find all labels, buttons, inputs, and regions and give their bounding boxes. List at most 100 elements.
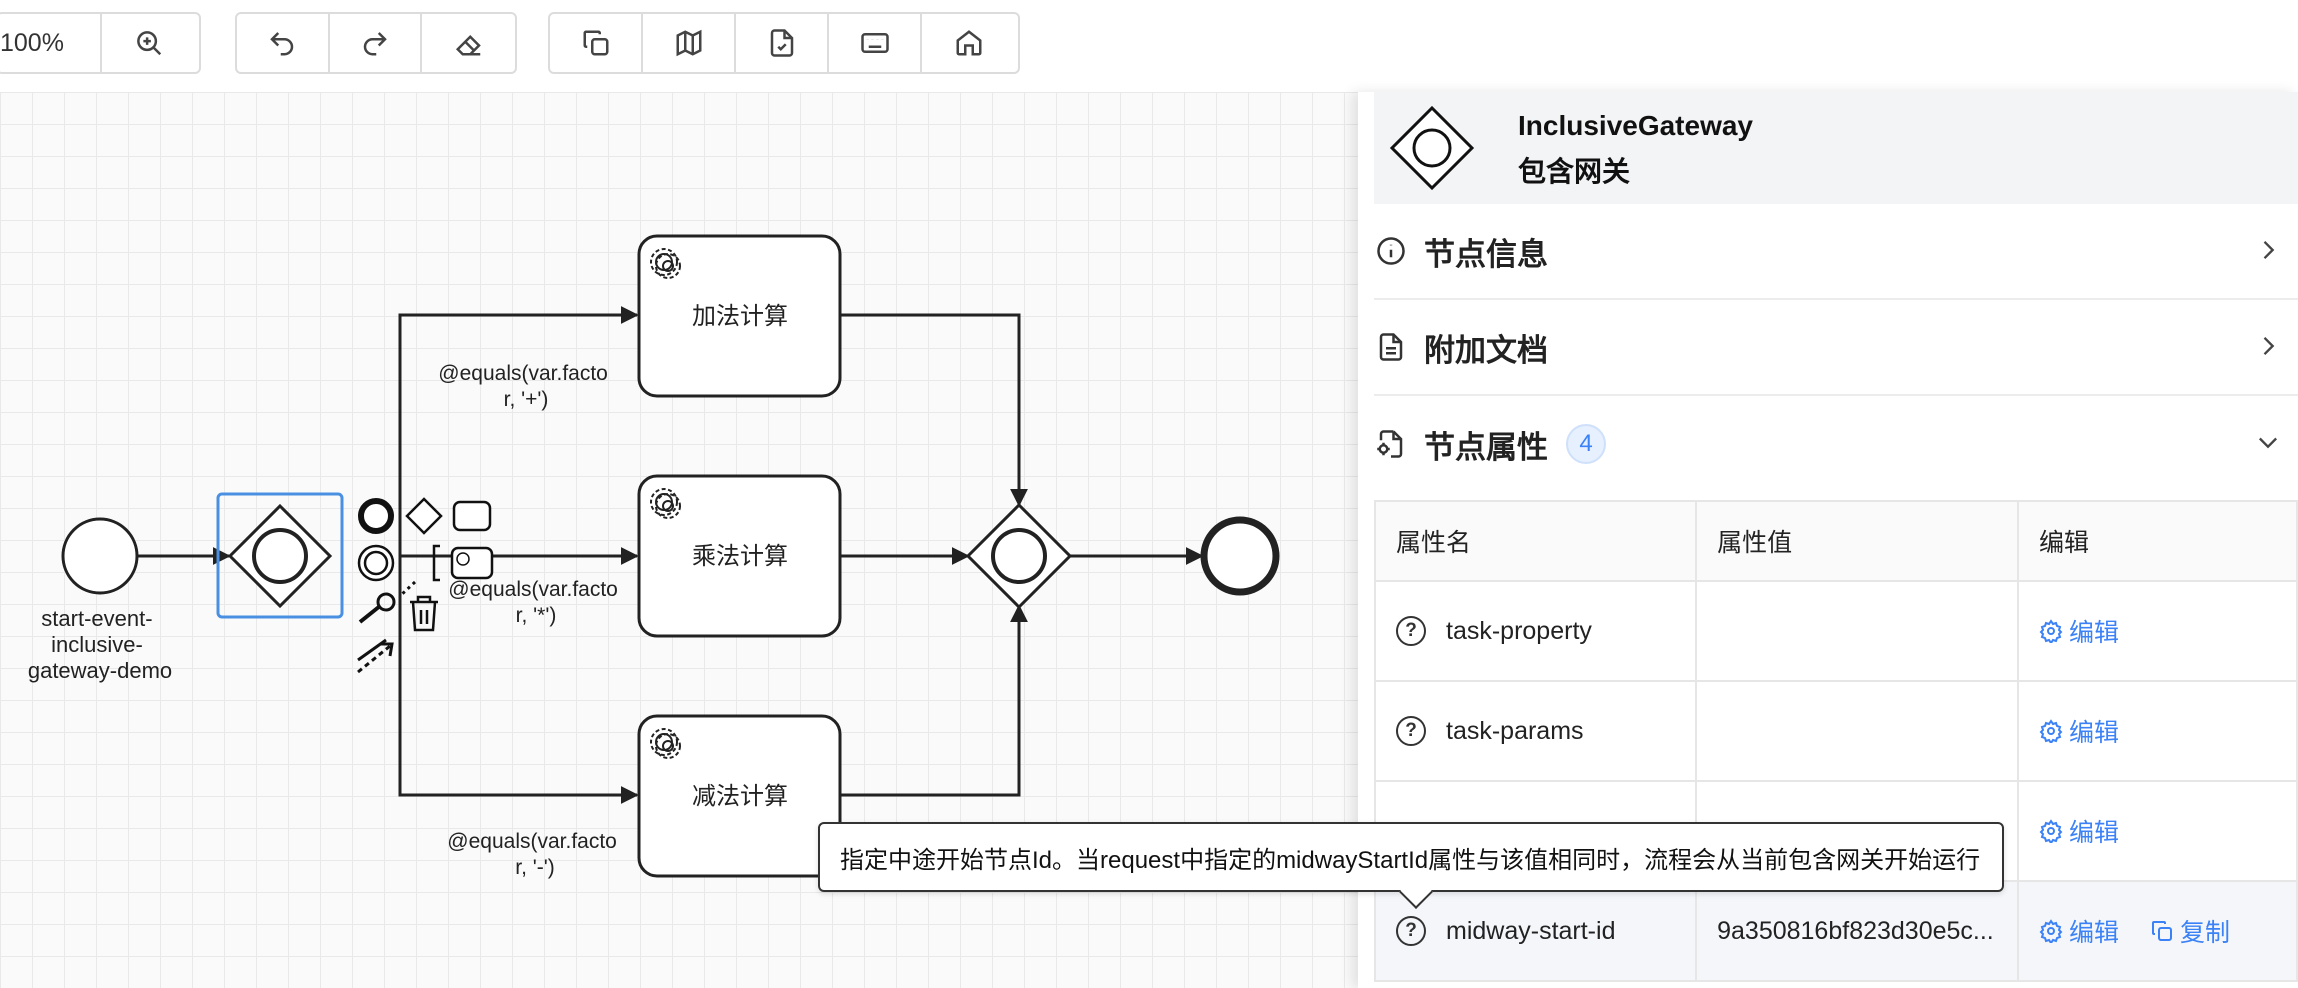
- gear-icon: [2039, 918, 2063, 943]
- start-event-label-line: gateway-demo: [28, 658, 172, 683]
- join-inclusive-gateway[interactable]: [965, 502, 1073, 610]
- copy-icon: [583, 30, 608, 56]
- chevron-down-icon: [2259, 437, 2277, 449]
- flow-gateway-to-add[interactable]: [398, 306, 639, 556]
- file-check-icon: [770, 29, 793, 57]
- service-task-gear-icon: [650, 488, 681, 519]
- tooltip-text: 指定中途开始节点Id。当request中指定的midwayStartId属性与该…: [840, 846, 1981, 874]
- property-value: 9a350816bf823d30e5c...: [1695, 880, 2019, 982]
- eraser-button[interactable]: [422, 14, 515, 72]
- table-row: ? task-property 编辑: [1373, 580, 2298, 682]
- property-count-badge: 4: [1566, 424, 1606, 464]
- inclusive-gateway-icon: [1390, 106, 1474, 190]
- document-icon: [1379, 333, 1403, 361]
- append-gateway-icon[interactable]: [405, 497, 443, 535]
- eraser-icon: [455, 34, 481, 56]
- map-icon: [676, 29, 701, 57]
- task-add[interactable]: 加法计算: [637, 234, 842, 398]
- property-help-tooltip: 指定中途开始节点Id。当request中指定的midwayStartId属性与该…: [818, 822, 2004, 909]
- section-attached-docs[interactable]: 附加文档: [1374, 300, 2298, 396]
- info-icon: [1377, 237, 1405, 265]
- zoom-level-display: 100%: [0, 14, 102, 72]
- section-label: 节点信息: [1424, 236, 1548, 272]
- bpmn-diagram: start-event- inclusive- gateway-demo: [28, 234, 1280, 879]
- undo-button[interactable]: [237, 14, 330, 72]
- view-toolbar: [548, 12, 1020, 74]
- task-multiply[interactable]: 乘法计算: [637, 474, 842, 638]
- task-multiply-label: 乘法计算: [692, 543, 788, 570]
- wrench-icon[interactable]: [358, 592, 396, 624]
- append-task-icon[interactable]: [452, 500, 492, 532]
- svg-text:@equals(var.facto r, '+': @equals(var.facto r, '+'): [438, 362, 613, 411]
- delete-icon[interactable]: [410, 595, 438, 632]
- copy-button[interactable]: 复制: [2150, 913, 2230, 949]
- table-row: ?midway-start-id 9a350816bf823d30e5c... …: [1373, 880, 2298, 982]
- condition-label: r, '-'): [515, 856, 555, 879]
- annotation-icon[interactable]: [398, 580, 417, 598]
- column-header: 属性名: [1373, 500, 1698, 582]
- diagram-canvas[interactable]: start-event- inclusive- gateway-demo: [0, 92, 1358, 988]
- service-task-gear-icon: [650, 728, 681, 759]
- zoom-in-button[interactable]: [102, 14, 195, 72]
- condition-label: @equals(var.facto: [448, 578, 618, 601]
- element-type-title: InclusiveGateway: [1518, 110, 1754, 141]
- sequence-flows: [137, 306, 1204, 804]
- edit-button[interactable]: 编辑: [2039, 913, 2119, 949]
- svg-text:start-event- inclusive-: start-event- inclusive- gateway-demo: [28, 606, 172, 683]
- minimap-button[interactable]: [643, 14, 736, 72]
- inclusive-gateway[interactable]: [227, 503, 333, 609]
- property-name: midway-start-id: [1446, 916, 1616, 945]
- column-header: 属性值: [1695, 500, 2019, 582]
- condition-label: r, '*'): [516, 604, 557, 627]
- file-settings-icon: [1377, 430, 1403, 458]
- help-icon[interactable]: ?: [1396, 616, 1426, 646]
- gear-icon: [2039, 618, 2063, 643]
- edit-button[interactable]: 编辑: [2039, 613, 2119, 649]
- task-subtract[interactable]: 减法计算: [637, 714, 842, 878]
- gateway-selection-box: [216, 492, 344, 619]
- help-icon[interactable]: ?: [1396, 716, 1426, 746]
- copy-button[interactable]: [550, 14, 643, 72]
- append-end-event-icon[interactable]: [358, 498, 394, 534]
- property-name: task-params: [1446, 716, 1584, 745]
- condition-label: r, '+'): [504, 388, 549, 411]
- redo-icon: [363, 32, 387, 56]
- property-value: [1695, 580, 2019, 682]
- flow-gateway-to-subtract[interactable]: [398, 556, 639, 804]
- section-node-info[interactable]: 节点信息: [1374, 204, 2298, 300]
- flow-subtract-to-join[interactable]: [840, 604, 1028, 797]
- gear-icon: [2039, 718, 2063, 743]
- flow-add-to-join[interactable]: [840, 313, 1028, 507]
- zoom-in-icon: [136, 31, 161, 56]
- service-task-gear-icon: [650, 248, 681, 279]
- condition-label: @equals(var.facto: [447, 830, 617, 853]
- context-pad: [357, 497, 494, 674]
- edit-button[interactable]: 编辑: [2039, 813, 2119, 849]
- validate-button[interactable]: [736, 14, 829, 72]
- property-value: [1695, 680, 2019, 782]
- section-label: 节点属性: [1424, 429, 1548, 465]
- keyboard-icon: [860, 33, 889, 53]
- zoom-toolbar: 100%: [0, 12, 201, 74]
- condition-label: @equals(var.facto: [438, 362, 608, 385]
- help-icon[interactable]: ?: [1396, 916, 1426, 946]
- section-node-properties[interactable]: 节点属性 4: [1374, 396, 2298, 492]
- start-event[interactable]: [61, 517, 139, 595]
- task-add-label: 加法计算: [692, 303, 788, 330]
- properties-table: 属性名 属性值 编辑 ? task-property 编辑 ? task-param…: [1373, 500, 2298, 982]
- task-subtract-label: 减法计算: [692, 783, 788, 810]
- panel-header: InclusiveGateway 包含网关: [1374, 92, 2298, 204]
- element-type-subtitle: 包含网关: [1518, 156, 1631, 187]
- gear-icon: [2039, 818, 2063, 843]
- edit-button[interactable]: 编辑: [2039, 713, 2119, 749]
- home-button[interactable]: [922, 14, 1015, 72]
- undo-icon: [270, 32, 294, 56]
- copy-icon: [2151, 920, 2172, 941]
- end-event[interactable]: [1200, 516, 1280, 596]
- table-row: ? task-params 编辑: [1373, 680, 2298, 782]
- append-service-task-icon[interactable]: [450, 546, 494, 580]
- redo-button[interactable]: [330, 14, 423, 72]
- property-name: task-property: [1446, 616, 1592, 645]
- connect-icon[interactable]: [357, 638, 394, 674]
- keyboard-button[interactable]: [829, 14, 922, 72]
